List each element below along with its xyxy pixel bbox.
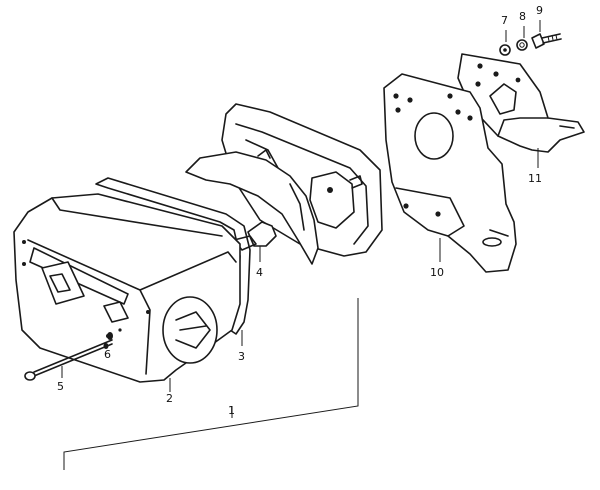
reflector-shield bbox=[185, 151, 319, 265]
callout-5: 5 bbox=[57, 380, 64, 393]
callout-11: 11 bbox=[528, 172, 542, 185]
callout-10: 10 bbox=[430, 266, 444, 279]
callout-4: 4 bbox=[256, 266, 263, 279]
part-3-gasket bbox=[95, 177, 251, 346]
callout-6: 6 bbox=[104, 348, 111, 361]
part-9-bolt bbox=[531, 33, 562, 49]
callout-8: 8 bbox=[519, 10, 526, 23]
part-6-washer bbox=[103, 332, 113, 349]
part-8-lock-washer bbox=[516, 39, 528, 51]
part-4-bulb bbox=[233, 221, 277, 262]
part-2-lens bbox=[13, 193, 241, 392]
callout-9: 9 bbox=[536, 4, 543, 17]
callout-7: 7 bbox=[501, 14, 508, 27]
part-7-nut bbox=[499, 44, 511, 56]
part-5-screw bbox=[24, 339, 113, 381]
callout-3: 3 bbox=[238, 350, 245, 363]
callout-2: 2 bbox=[166, 392, 173, 405]
part-10-mounting-plate bbox=[383, 73, 517, 273]
leader-lines bbox=[505, 20, 541, 42]
assembly-bracket bbox=[63, 298, 359, 470]
callout-1: 1 bbox=[228, 404, 235, 417]
